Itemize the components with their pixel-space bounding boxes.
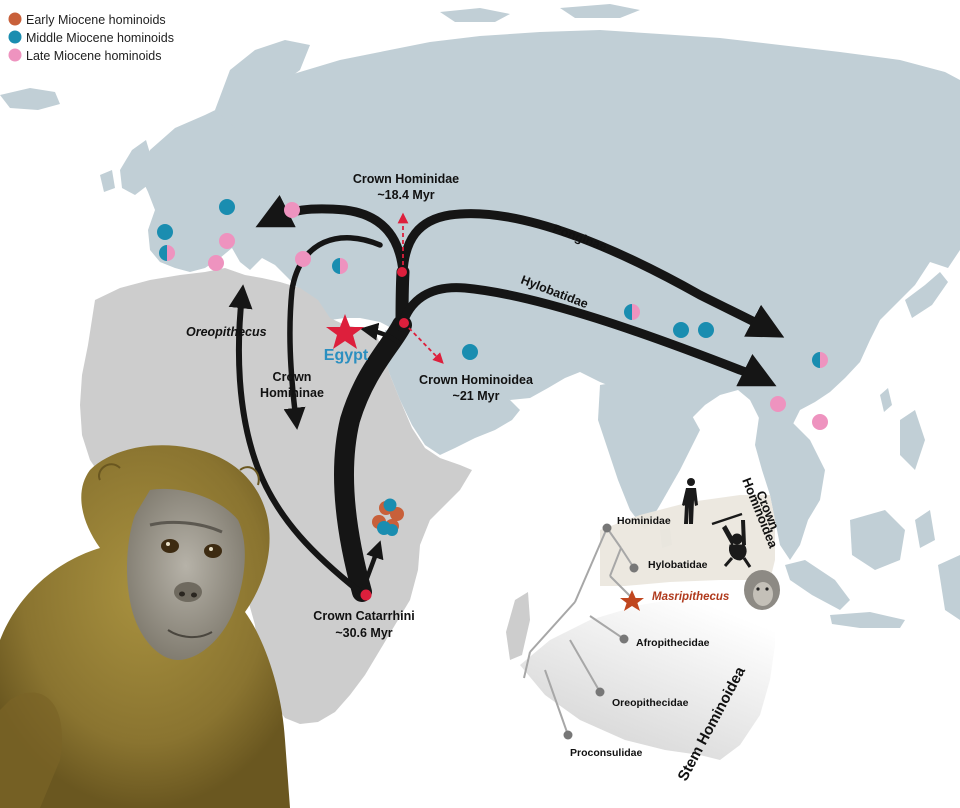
tree-proconsulidae: Proconsulidae: [570, 747, 643, 759]
site-middle-late-half: [624, 304, 640, 320]
british-isles-landmass: [120, 140, 152, 195]
east-africa-arrow: [359, 540, 384, 595]
ponginae-arrow: [398, 209, 785, 338]
site-middle: [673, 322, 689, 338]
homininae-arrow: [283, 235, 383, 430]
iceland-landmass: [0, 88, 60, 110]
site-early: [390, 507, 404, 521]
legend-middle-label: Middle Miocene hominoids: [26, 31, 174, 45]
egypt-arrow: [360, 322, 401, 345]
hylobatidae-arrow: [397, 283, 777, 387]
site-middle-late-half: [159, 245, 175, 261]
legend-early-swatch: [8, 12, 22, 26]
legend-late-label: Late Miocene hominoids: [26, 49, 162, 63]
human-silhouette-icon: [682, 478, 698, 524]
egypt-star-icon: [326, 314, 364, 349]
site-middle: [386, 524, 398, 536]
right-eye: [204, 544, 222, 558]
arabia-landmass: [382, 330, 520, 455]
scandinavia-landmass: [215, 40, 310, 128]
crown-hominidae-age: ~18.4 Myr: [377, 188, 434, 202]
legend-early-label: Early Miocene hominoids: [26, 13, 166, 27]
legend: Early Miocene hominoids Middle Miocene h…: [8, 12, 174, 63]
crown-homininae-label-2: Homininae: [260, 386, 324, 400]
site-middle-late-half: [812, 352, 828, 368]
site-late: [219, 233, 235, 249]
crown-hominoidea-age: ~21 Myr: [453, 389, 500, 403]
site-late: [770, 396, 786, 412]
site-late: [812, 414, 828, 430]
oreopithecus-label: Oreopithecus: [186, 325, 267, 339]
stem-hominoidea-fan: [520, 590, 775, 760]
tree-hylobatidae: Hylobatidae: [648, 559, 708, 571]
tree-oreopithecidae: Oreopithecidae: [612, 697, 689, 709]
se-asia-landmass: [755, 410, 825, 560]
crown-catarrhini-age: ~30.6 Myr: [335, 626, 392, 640]
masripithecus-reconstruction-illustration: [0, 445, 290, 808]
crown-homininae-label-1: Crown: [273, 370, 312, 384]
oreopithecus-arrow: [228, 284, 363, 595]
egypt-label: Egypt: [324, 347, 369, 364]
fossil-sites: [157, 199, 828, 698]
tree-nodes: [563, 523, 639, 740]
crown-catarrhini-label: Crown Catarrhini: [313, 609, 414, 623]
site-middle: [383, 498, 397, 512]
site-middle: [219, 199, 235, 215]
legend-middle-swatch: [8, 30, 22, 44]
tree-afropithecidae: Afropithecidae: [636, 637, 710, 649]
gibbon-silhouette-icon: [711, 512, 752, 568]
site-middle-late-half: [332, 258, 348, 274]
site-late: [284, 202, 300, 218]
tree-masripithecus: Masripithecus: [652, 591, 729, 603]
trunk-lower: [334, 315, 412, 602]
node-crown-catarrhini: [360, 589, 372, 601]
left-eye: [161, 539, 179, 553]
site-late: [295, 251, 311, 267]
eurasia-landmass: [140, 30, 960, 450]
masripithecus-star-icon: [620, 590, 644, 611]
tree-hominidae: Hominidae: [617, 515, 671, 527]
crown-hominidae-label: Crown Hominidae: [353, 172, 459, 186]
phylogeny-tree: [523, 527, 635, 736]
node-crown-hominoidea: [399, 318, 409, 328]
madagascar-landmass: [506, 592, 530, 660]
india-landmass: [598, 380, 700, 530]
crown-hominoidea-label: Crown Hominoidea: [419, 373, 534, 387]
hominoidea-dashed-arrow: [403, 322, 444, 364]
site-late: [208, 255, 224, 271]
site-middle: [698, 322, 714, 338]
dispersal-arrows: [228, 195, 785, 602]
site-middle: [462, 344, 478, 360]
node-crown-hominidae: [397, 267, 407, 277]
masripithecus-head-icon: [744, 570, 780, 610]
japan-landmass: [905, 272, 948, 318]
node-age-markers: [397, 212, 444, 364]
site-middle: [157, 224, 173, 240]
legend-late-swatch: [8, 48, 22, 62]
